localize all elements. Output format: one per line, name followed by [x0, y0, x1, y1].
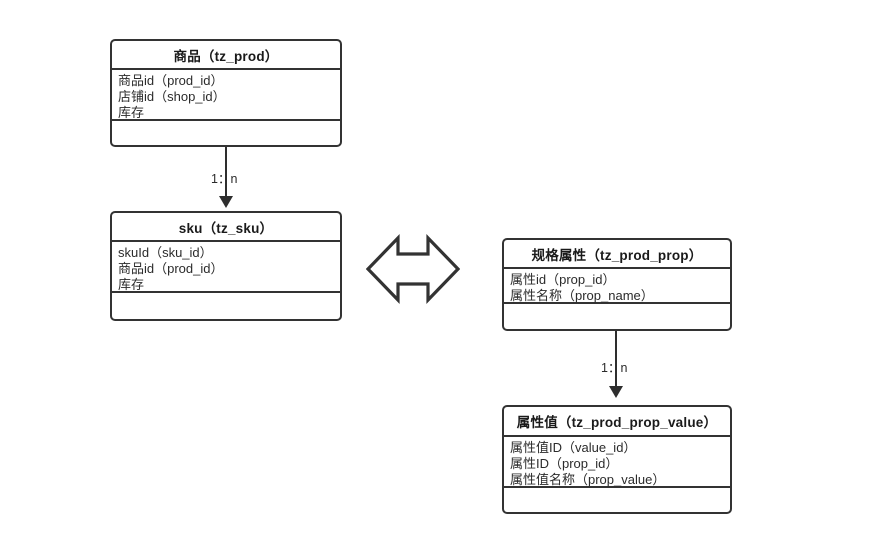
double-arrow-icon: [366, 234, 460, 304]
arrow-head-icon: [219, 196, 233, 208]
entity-title-tz-sku: sku（tz_sku）: [112, 213, 340, 242]
connector-label-cardinality: 1：n: [601, 361, 628, 375]
attribute-row: 库存: [118, 277, 145, 292]
attribute-row: 属性名称（prop_name）: [510, 288, 654, 303]
attribute-row: 属性id（prop_id）: [510, 272, 616, 287]
entity-box-tz-prod[interactable]: 商品（tz_prod） 商品id（prod_id） 店铺id（shop_id） …: [110, 39, 342, 147]
entity-box-tz-prod-prop-value[interactable]: 属性值（tz_prod_prop_value） 属性值ID（value_id） …: [502, 405, 732, 514]
attribute-row: 属性ID（prop_id）: [510, 456, 619, 471]
entity-attributes-tz-prod-prop-value: 属性值ID（value_id） 属性ID（prop_id） 属性值名称（prop…: [504, 437, 730, 488]
arrow-head-icon: [609, 386, 623, 398]
attribute-row: 属性值名称（prop_value）: [510, 472, 666, 487]
attribute-row: 店铺id（shop_id）: [118, 89, 226, 104]
attribute-row: 商品id（prod_id）: [118, 73, 224, 88]
connector-line: [225, 147, 227, 197]
entity-attributes-tz-prod-prop: 属性id（prop_id） 属性名称（prop_name）: [504, 269, 730, 304]
attribute-row: 库存: [118, 105, 145, 120]
attribute-row: 属性值ID（value_id）: [510, 440, 637, 455]
entity-methods-tz-prod-prop-value: [504, 488, 730, 512]
entity-methods-tz-prod-prop: [504, 304, 730, 329]
connector-label-cardinality: 1：n: [211, 172, 238, 186]
attribute-row: 商品id（prod_id）: [118, 261, 224, 276]
entity-attributes-tz-sku: skuId（sku_id） 商品id（prod_id） 库存: [112, 242, 340, 293]
entity-box-tz-prod-prop[interactable]: 规格属性（tz_prod_prop） 属性id（prop_id） 属性名称（pr…: [502, 238, 732, 331]
entity-methods-tz-sku: [112, 293, 340, 319]
entity-title-tz-prod-prop: 规格属性（tz_prod_prop）: [504, 240, 730, 269]
entity-title-tz-prod: 商品（tz_prod）: [112, 41, 340, 70]
entity-title-tz-prod-prop-value: 属性值（tz_prod_prop_value）: [504, 407, 730, 437]
entity-methods-tz-prod: [112, 121, 340, 145]
entity-attributes-tz-prod: 商品id（prod_id） 店铺id（shop_id） 库存: [112, 70, 340, 121]
attribute-row: skuId（sku_id）: [118, 245, 213, 260]
connector-line: [615, 331, 617, 387]
entity-box-tz-sku[interactable]: sku（tz_sku） skuId（sku_id） 商品id（prod_id） …: [110, 211, 342, 321]
